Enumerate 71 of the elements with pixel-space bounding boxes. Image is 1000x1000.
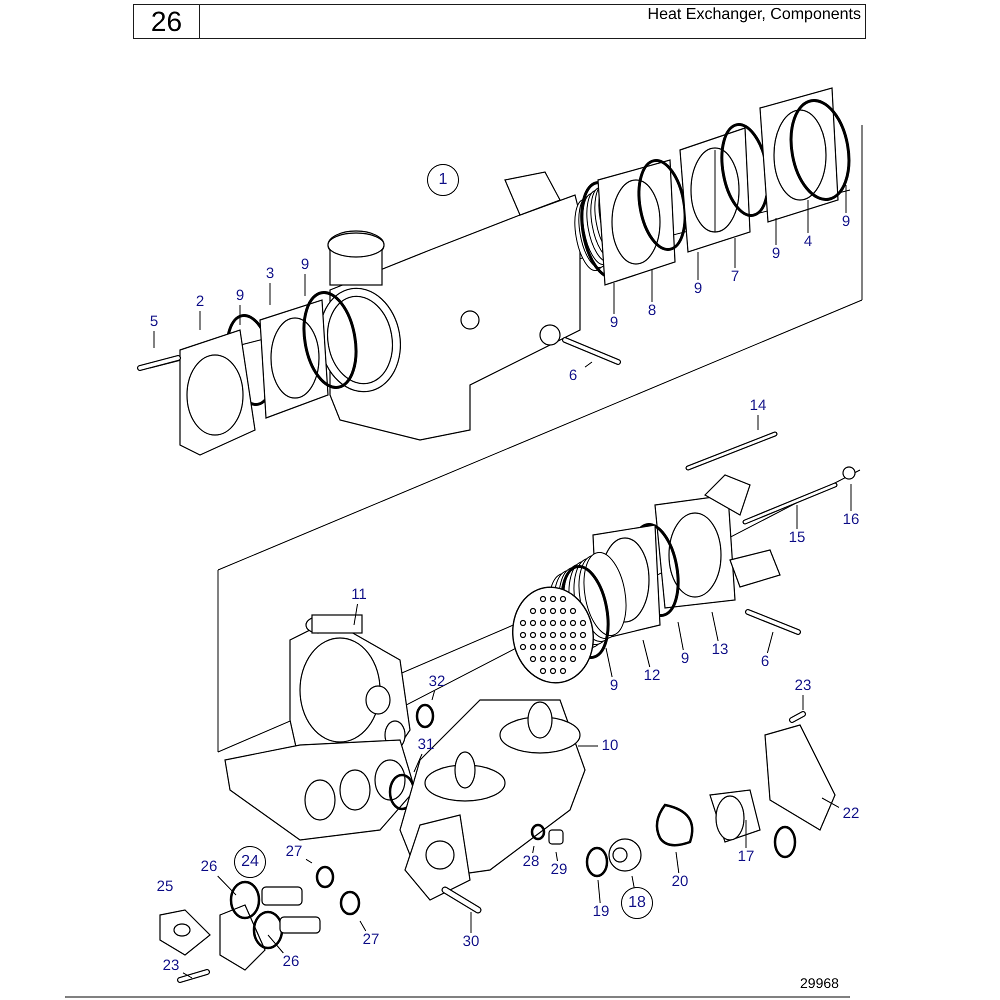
callout-number: 26 (197, 858, 221, 876)
callout-number: 30 (459, 933, 483, 951)
diagram-title: Heat Exchanger, Components (648, 6, 861, 24)
callout-number: 5 (142, 313, 166, 331)
callout-number: 15 (785, 529, 809, 547)
callout-number: 20 (668, 873, 692, 891)
leader-line (850, 484, 852, 512)
leader-line (217, 876, 236, 896)
leader-line (712, 612, 719, 642)
callout-number: 26 (279, 953, 303, 971)
callout-number: 17 (734, 848, 758, 866)
callout-number: 11 (347, 586, 371, 604)
callout-number: 9 (293, 256, 317, 274)
leader-line (676, 852, 680, 874)
callout-number: 13 (708, 641, 732, 659)
callout-number: 9 (228, 287, 252, 305)
callout-number: 4 (796, 233, 820, 251)
leader-line (556, 852, 558, 862)
callout-number: 9 (834, 213, 858, 231)
callout-number: 9 (764, 245, 788, 263)
circled-callout-number: 24 (234, 846, 266, 878)
callout-number: 6 (753, 653, 777, 671)
callout-number: 31 (414, 736, 438, 754)
callout-number: 2 (188, 293, 212, 311)
leader-line (822, 798, 840, 808)
leader-line (642, 640, 650, 668)
callout-number: 9 (673, 650, 697, 668)
callout-number: 9 (686, 280, 710, 298)
leader-line (182, 972, 192, 978)
callout-number: 28 (519, 853, 543, 871)
leader-line (360, 920, 366, 932)
leader-line (606, 648, 613, 678)
callout-number: 27 (282, 843, 306, 861)
callout-number: 3 (258, 265, 282, 283)
leader-line (766, 632, 774, 654)
callout-number: 14 (746, 397, 770, 415)
callout-number: 8 (640, 302, 664, 320)
leader-line (432, 690, 435, 700)
leader-line (354, 604, 358, 626)
callout-number: 32 (425, 673, 449, 691)
leader-line (796, 504, 798, 530)
circled-callout-number: 18 (621, 887, 653, 919)
callout-number: 10 (598, 737, 622, 755)
leader-line (304, 274, 306, 296)
leader-line (802, 694, 804, 710)
callout-number: 22 (839, 805, 863, 823)
drawing-number: 29968 (800, 975, 839, 991)
leader-line (734, 238, 736, 268)
callout-number: 9 (602, 314, 626, 332)
leader-line (268, 934, 284, 954)
leader-line (414, 754, 422, 772)
callout-number: 12 (640, 667, 664, 685)
callout-number: 23 (159, 957, 183, 975)
leader-line (678, 622, 684, 650)
circled-callout-number: 1 (427, 164, 459, 196)
callout-number: 7 (723, 268, 747, 286)
callout-number: 23 (791, 677, 815, 695)
leader-line (306, 858, 312, 864)
leader-line (470, 912, 472, 934)
callout-number: 16 (839, 511, 863, 529)
leader-line (598, 880, 601, 904)
callout-number: 19 (589, 903, 613, 921)
callout-number: 9 (602, 677, 626, 695)
callout-number: 27 (359, 931, 383, 949)
callout-number: 6 (561, 367, 585, 385)
callout-number: 29 (547, 861, 571, 879)
callout-number: 25 (153, 878, 177, 896)
page-number: 26 (134, 5, 200, 38)
leader-line (532, 846, 534, 854)
leader-line (584, 362, 592, 368)
leader-line (632, 876, 635, 888)
